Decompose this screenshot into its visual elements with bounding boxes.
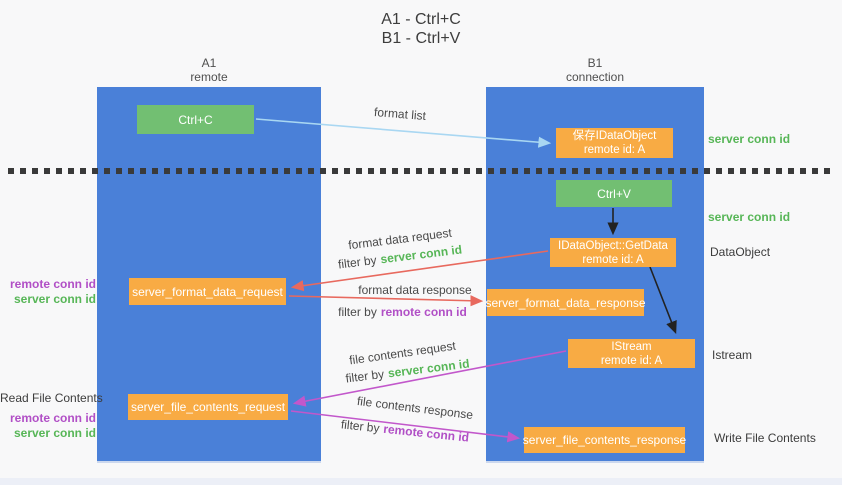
node-istream-line2: remote id: A	[600, 354, 663, 367]
annotation-server-conn-id-mid: server conn id	[708, 210, 791, 224]
filter-prefix-4: filter by	[340, 417, 381, 436]
title-line-2: B1 - Ctrl+V	[381, 30, 461, 47]
node-idataobject-getdata: IDataObject::GetData remote id: A	[550, 238, 676, 267]
annotation-conn-id-pair-2: remote conn id server conn id	[0, 411, 96, 441]
title-line-1: A1 - Ctrl+C	[381, 11, 461, 28]
node-server-format-data-response: server_format_data_response	[485, 289, 646, 316]
lane-b1-id: B1	[587, 56, 603, 70]
lane-b1-label: connection	[565, 70, 625, 84]
lane-header-b1: B1 connection	[535, 56, 655, 84]
annotation-istream: Istream	[712, 348, 753, 362]
phase-separator-dotted-line	[8, 168, 836, 174]
diagram-title: A1 - Ctrl+C B1 - Ctrl+V	[0, 10, 842, 48]
annotation-server-conn-id-1: server conn id	[13, 292, 96, 306]
node-getdata-line2: remote id: A	[582, 253, 644, 266]
node-file-request-label: server_file_contents_request	[130, 400, 286, 414]
node-save-dataobject-line2: remote id: A	[583, 144, 646, 156]
node-server-file-contents-request: server_file_contents_request	[128, 394, 288, 420]
flow-label-format-list: format list	[373, 104, 427, 124]
node-format-response-label: server_format_data_response	[485, 295, 646, 310]
node-getdata-line1: IDataObject::GetData	[558, 239, 668, 252]
node-server-format-data-request: server_format_data_request	[129, 278, 286, 305]
filter-key-4: remote conn id	[382, 421, 470, 445]
node-ctrl-v-label: Ctrl+V	[597, 186, 631, 201]
annotation-server-conn-id-top: server conn id	[708, 132, 791, 146]
node-istream-line1: IStream	[611, 340, 652, 353]
node-save-dataobject: 保存IDataObject remote id: A	[556, 128, 673, 158]
node-file-response-label: server_file_contents_response	[522, 433, 687, 447]
node-ctrl-c-label: Ctrl+C	[178, 112, 213, 127]
annotation-write-file-contents: Write File Contents	[714, 431, 816, 445]
filter-prefix-1: filter by	[337, 252, 378, 272]
node-format-request-label: server_format_data_request	[132, 284, 283, 299]
annotation-dataobject: DataObject	[710, 245, 771, 259]
node-ctrl-v: Ctrl+V	[556, 180, 672, 207]
node-ctrl-c: Ctrl+C	[137, 105, 254, 134]
annotation-server-conn-id-2: server conn id	[13, 426, 96, 440]
filter-key-2: remote conn id	[380, 305, 467, 319]
lane-header-a1: A1 remote	[149, 56, 269, 84]
lane-a1-label: remote	[190, 70, 228, 84]
filter-prefix-3: filter by	[344, 366, 385, 386]
node-istream: IStream remote id: A	[568, 339, 695, 368]
annotation-remote-conn-id-1: remote conn id	[9, 277, 96, 291]
node-save-dataobject-line1: 保存IDataObject	[572, 130, 657, 142]
filter-prefix-2: filter by	[338, 305, 377, 319]
annotation-read-file-contents: Read File Contents	[0, 391, 103, 405]
lane-a1-id: A1	[201, 56, 217, 70]
annotation-conn-id-pair-1: remote conn id server conn id	[0, 277, 96, 307]
node-server-file-contents-response: server_file_contents_response	[522, 427, 687, 453]
flow-label-format-data-response: format data response	[358, 283, 472, 297]
bottom-edge-strip	[0, 478, 842, 485]
annotation-remote-conn-id-2: remote conn id	[9, 411, 96, 425]
